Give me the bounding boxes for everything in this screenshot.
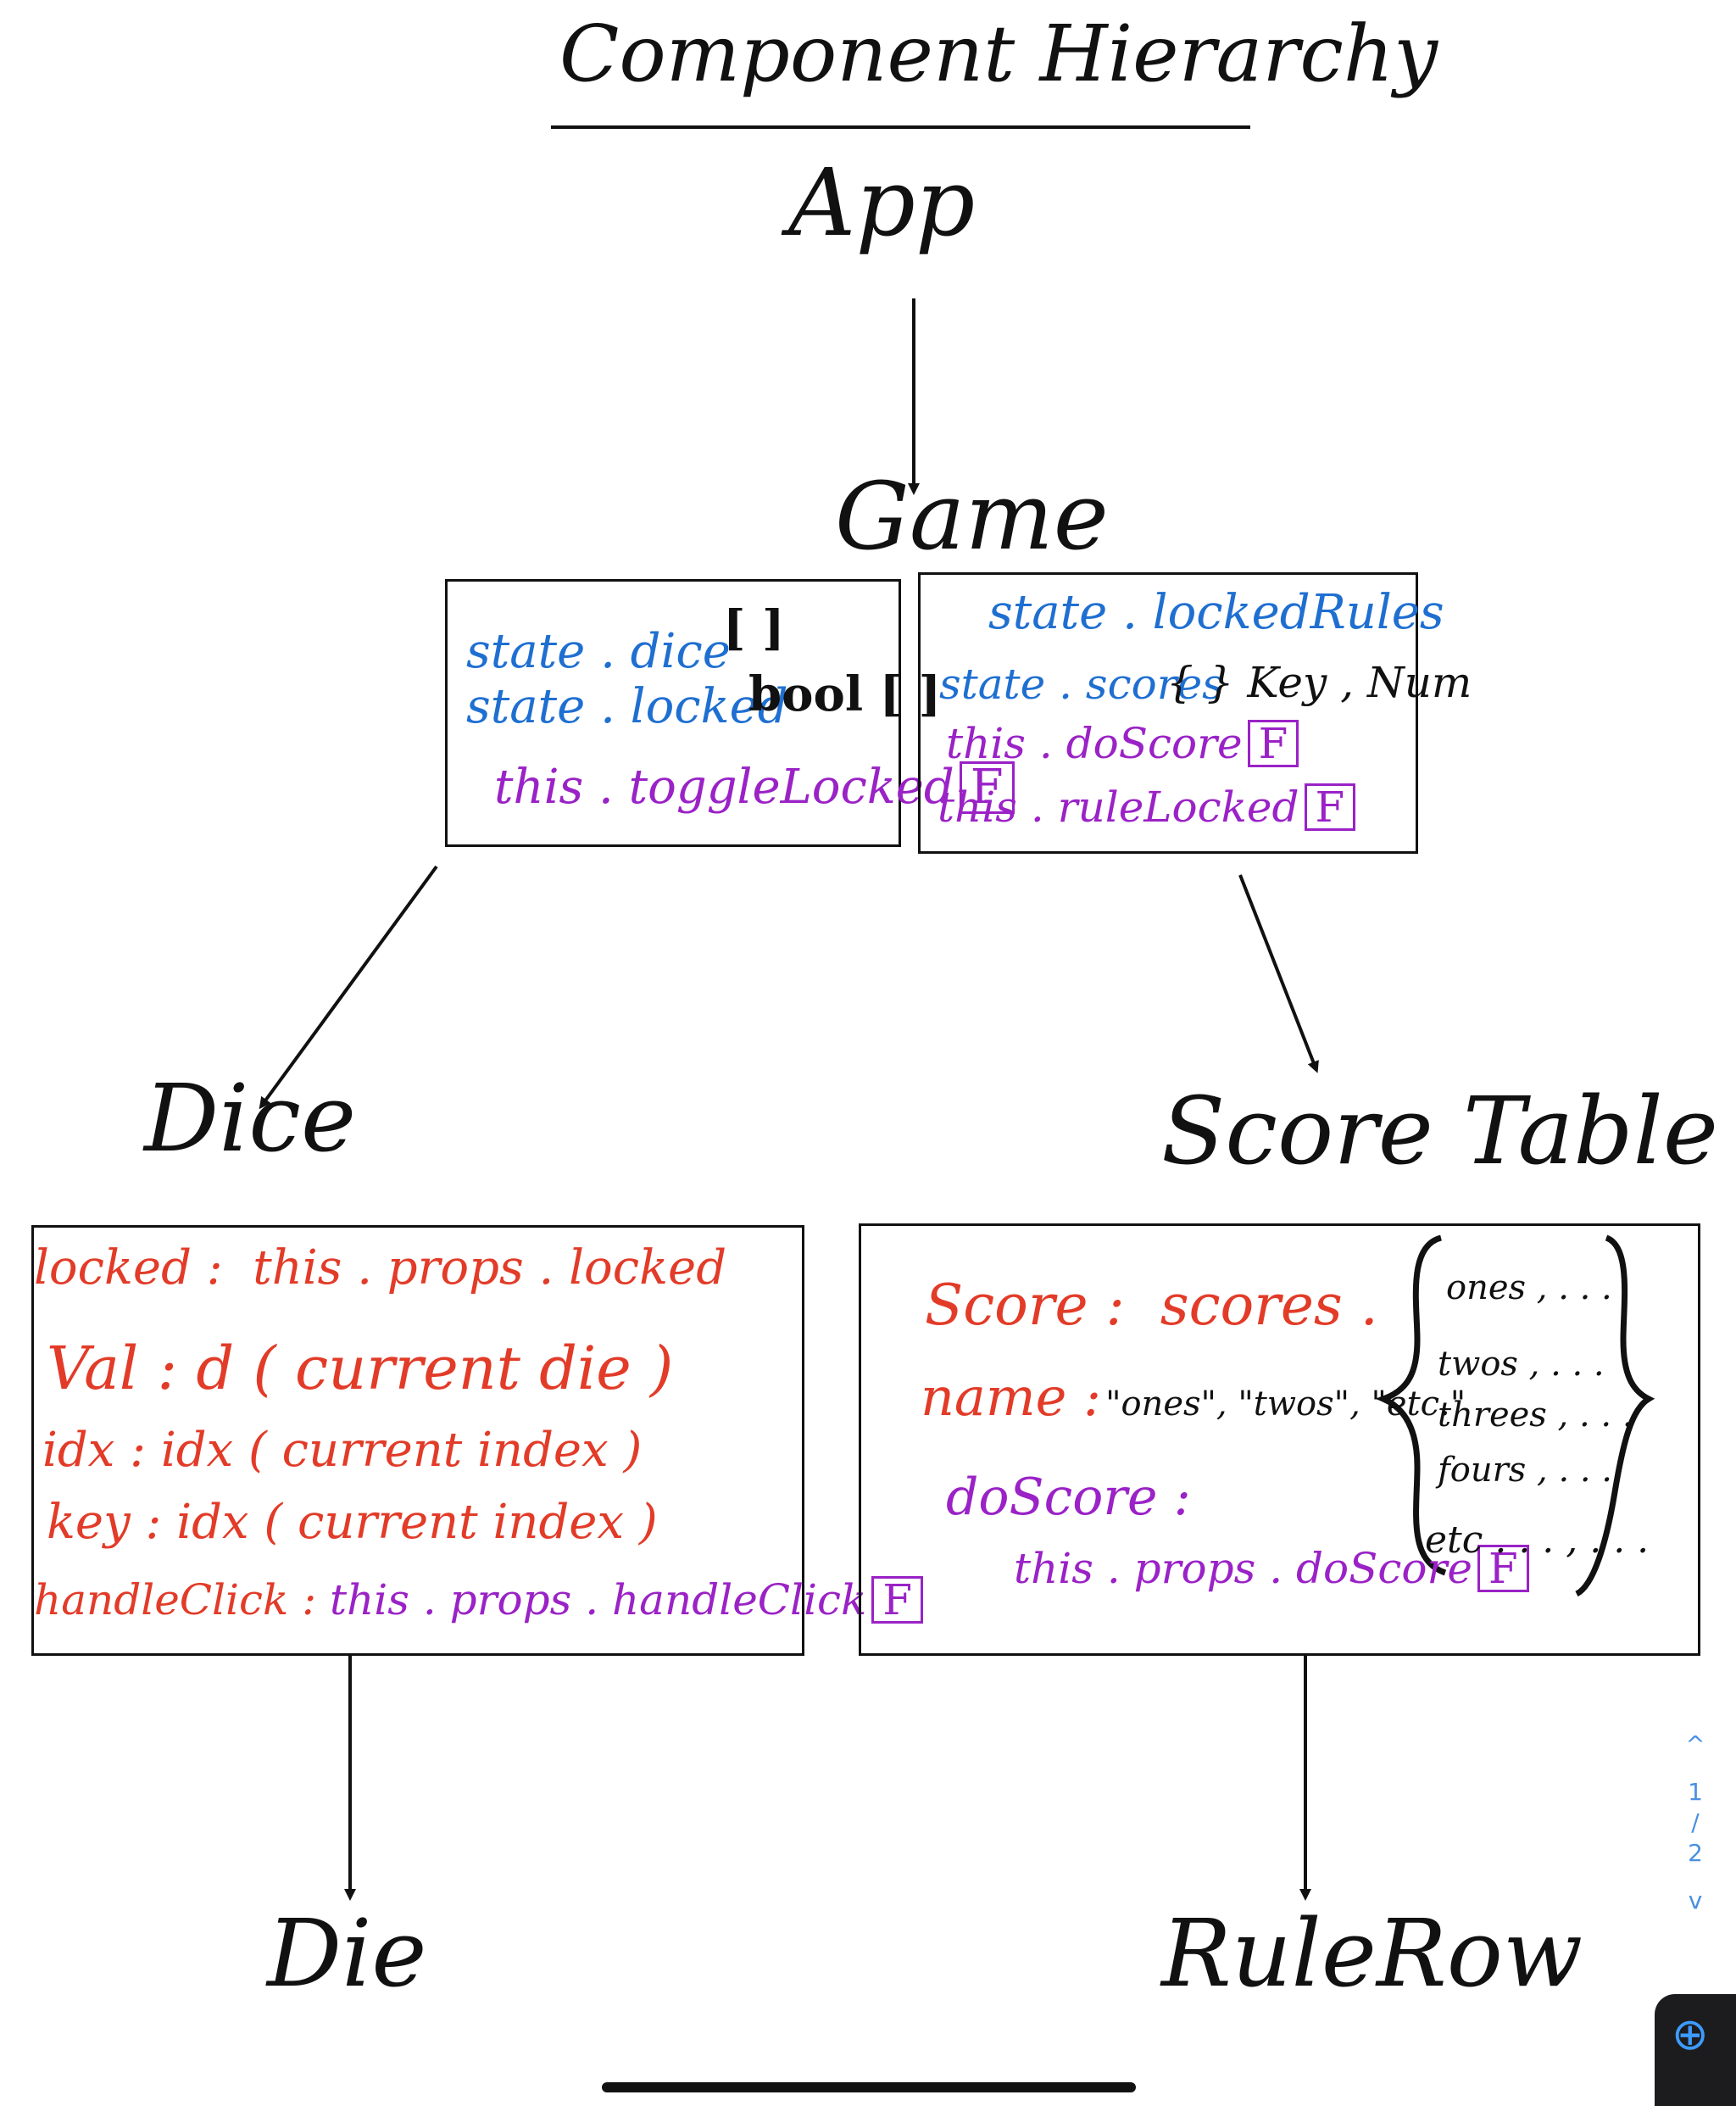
- function-badge: F: [1304, 783, 1356, 831]
- node-app: App: [788, 148, 976, 257]
- dice-props-box: locked : this . props . locked Val : d (…: [31, 1225, 924, 1656]
- score-line3: doScore :: [946, 1468, 1191, 1527]
- score-line2-val: "ones", "twos", "etc.": [1105, 1384, 1466, 1424]
- node-die: Die: [267, 1899, 427, 2008]
- function-badge: F: [959, 761, 1015, 814]
- brace-item-fours: fours , . . .: [1438, 1451, 1613, 1490]
- dice-line5-val: this . props . handleClick: [330, 1575, 867, 1624]
- brace-right: [1575, 1234, 1655, 1597]
- game-state-box-left: state . dice [ ] state . locked bool [ ]…: [445, 579, 1015, 847]
- brace-left: [1375, 1234, 1447, 1576]
- game-state-box-right: state . lockedRules state . scores { } K…: [918, 572, 1472, 854]
- dice-line5-key: handleClick :: [34, 1575, 317, 1624]
- game-right-line4-text: this . ruleLocked: [938, 783, 1299, 832]
- page-down-button[interactable]: v: [1688, 1886, 1703, 1914]
- game-right-line3-text: this . doScore: [946, 719, 1243, 768]
- score-line1-val: scores .: [1160, 1273, 1378, 1338]
- score-line2: name : "ones", "twos", "etc.": [921, 1366, 1466, 1428]
- page-title: Component Hierarchy: [559, 8, 1438, 99]
- page-indicator: ^ 1 / 2 v: [1674, 1730, 1717, 1916]
- game-right-line1: state . lockedRules: [988, 585, 1444, 640]
- page-up-button[interactable]: ^: [1685, 1730, 1705, 1758]
- brace-item-threes: threes , . . .: [1438, 1396, 1633, 1435]
- score-line2-key: name :: [921, 1366, 1101, 1428]
- brace-item-twos: twos , . . .: [1438, 1345, 1605, 1384]
- game-left-line2-type: bool [ ]: [748, 666, 942, 722]
- game-left-line1: state . dice: [466, 624, 731, 679]
- dice-line1-val: this . props . locked: [253, 1240, 727, 1295]
- score-table-props-box: Score : scores . name : "ones", "twos", …: [859, 1223, 1700, 1656]
- zoom-in-icon: ⊕: [1672, 2009, 1709, 2060]
- function-badge: F: [1477, 1545, 1529, 1592]
- page-separator: /: [1691, 1808, 1700, 1836]
- game-right-line2-type: { } Key , Num: [1166, 658, 1472, 707]
- arrow-game-scoretable: [1238, 874, 1319, 1073]
- game-left-line2: state . locked: [466, 679, 788, 734]
- dice-line1-key: locked :: [34, 1240, 223, 1295]
- game-right-line2: state . scores: [939, 660, 1224, 709]
- dice-line3-key: idx :: [42, 1423, 147, 1478]
- game-left-line1-type: [ ]: [723, 600, 785, 656]
- node-game: Game: [835, 462, 1109, 571]
- zoom-button[interactable]: ⊕: [1655, 1994, 1736, 2106]
- dice-line4: key : idx ( current index ): [47, 1495, 658, 1550]
- dice-line3-val: idx ( current index ): [160, 1423, 643, 1478]
- arrow-game-dice: [259, 865, 438, 1110]
- function-badge: F: [1247, 720, 1299, 767]
- node-score-table: Score Table: [1161, 1077, 1718, 1185]
- brace-item-etc: etc . . . , . . .: [1425, 1518, 1650, 1562]
- dice-line4-key: key :: [47, 1495, 162, 1550]
- dice-line2-val: d ( current die ): [196, 1334, 674, 1403]
- dice-line5: handleClick : this . props . handleClick…: [34, 1575, 924, 1624]
- dice-line2: Val : d ( current die ): [47, 1334, 673, 1403]
- score-line1-key: Score :: [925, 1273, 1125, 1338]
- node-rule-row: RuleRow: [1161, 1899, 1583, 2008]
- dice-line1: locked : this . props . locked: [34, 1240, 726, 1295]
- score-line1: Score : scores .: [925, 1273, 1378, 1338]
- dice-line4-val: idx ( current index ): [176, 1495, 658, 1550]
- node-dice: Dice: [144, 1064, 357, 1173]
- home-indicator[interactable]: [602, 2082, 1136, 2092]
- brace-item-ones: ones , . . .: [1446, 1268, 1612, 1307]
- dice-line2-key: Val :: [47, 1334, 178, 1403]
- score-line4-val: this . props . doScore: [1014, 1544, 1472, 1593]
- page-current: 1: [1688, 1778, 1703, 1806]
- game-left-line3-text: this . toggleLocked: [494, 760, 954, 815]
- page-total: 2: [1688, 1839, 1703, 1867]
- function-badge: F: [871, 1576, 924, 1624]
- dice-line3: idx : idx ( current index ): [42, 1423, 642, 1478]
